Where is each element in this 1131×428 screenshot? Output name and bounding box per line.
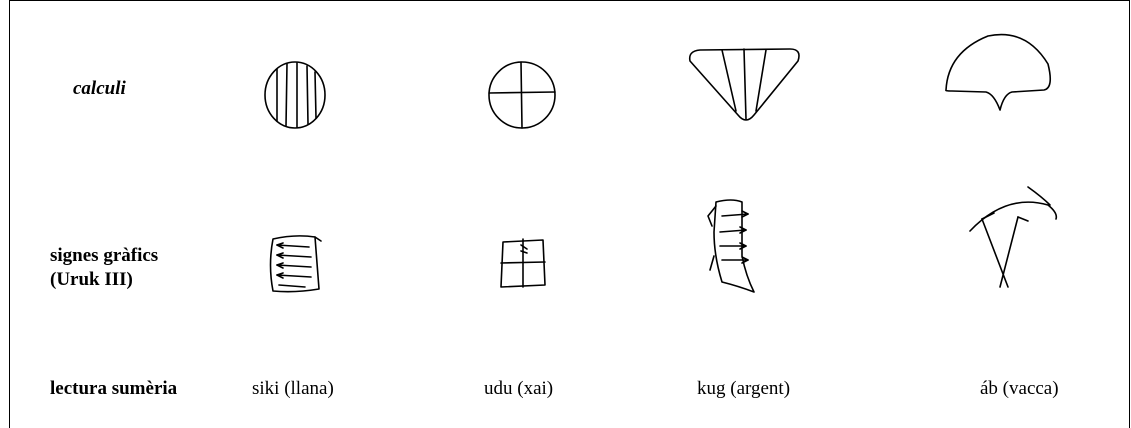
striped-triangle-token-icon [688, 48, 800, 121]
kug-glyph-icon [707, 199, 755, 293]
udu-glyph-icon [500, 238, 546, 288]
row-label-calculi: calculi [73, 78, 126, 99]
reading-kug: kug (argent) [697, 378, 791, 399]
row-label-signes-line1: signes gràfics [50, 245, 159, 266]
ab-glyph-icon [969, 186, 1058, 288]
row-label-lectura: lectura sumèria [50, 378, 178, 399]
reading-udu: udu (xai) [484, 378, 554, 399]
dome-token-icon [945, 33, 1052, 111]
siki-glyph-icon [269, 235, 322, 293]
reading-siki: siki (llana) [252, 378, 334, 399]
row-label-signes-line2: (Uruk III) [50, 269, 133, 290]
cross-circle-token-icon [488, 61, 556, 129]
striped-circle-token-icon [264, 61, 326, 129]
reading-ab: áb (vacca) [980, 378, 1059, 399]
figure-frame [9, 0, 1130, 428]
